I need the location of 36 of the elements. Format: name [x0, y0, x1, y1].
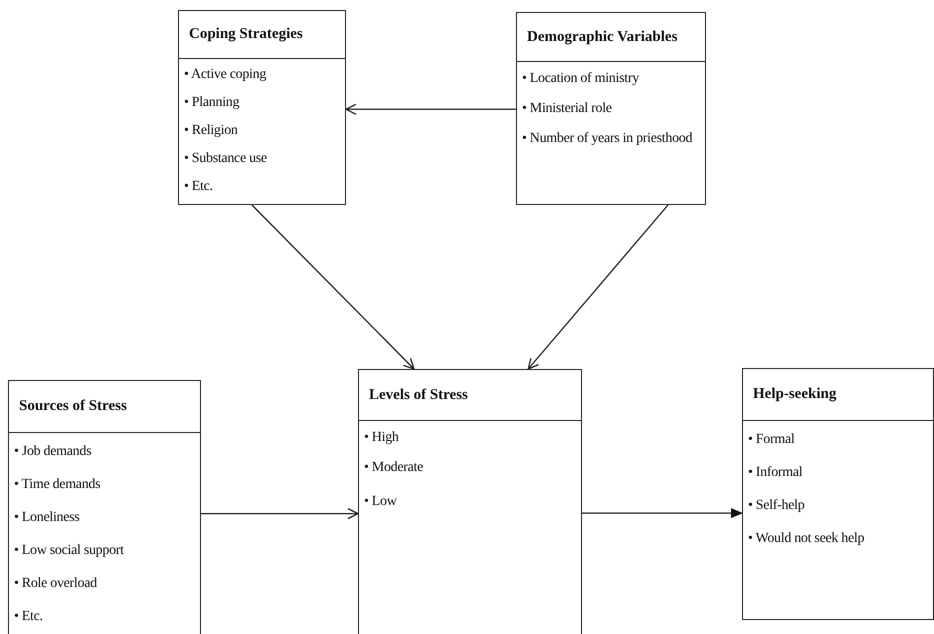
arrow: [345, 104, 516, 115]
bullet-item: • Ministerial role: [521, 100, 613, 118]
bullet-item: • Low social support: [13, 542, 125, 560]
concept-box: [516, 12, 706, 205]
bullet-item: • Number of years in priesthood: [521, 130, 694, 148]
bullet-item: • Role overload: [13, 575, 98, 593]
bullet-item: • Religion: [183, 122, 239, 140]
concept-box: [8, 380, 201, 634]
box-heading: Coping Strategies: [179, 11, 345, 59]
arrow: [201, 508, 359, 520]
concept-box: [178, 10, 346, 205]
bullet-item: • Etc.: [13, 608, 44, 626]
bullet-item: • Active coping: [183, 66, 268, 84]
bullet-item: • Job demands: [13, 443, 92, 461]
box-heading: Demographic Variables: [517, 13, 705, 62]
concept-box: [742, 368, 934, 620]
box-heading: Levels of Stress: [359, 370, 581, 421]
bullet-item: • Self-help: [747, 497, 806, 515]
arrow: [251, 204, 415, 370]
box-heading: Sources of Stress: [9, 381, 200, 433]
bullet-item: • Etc.: [183, 178, 214, 196]
bullet-item: • Location of ministry: [521, 70, 640, 88]
box-heading: Help-seeking: [743, 369, 933, 421]
concept-box: [358, 369, 582, 634]
arrow: [582, 508, 743, 518]
bullet-item: • Would not seek help: [747, 530, 866, 548]
bullet-item: • Moderate: [363, 459, 424, 477]
bullet-item: • High: [363, 429, 400, 447]
bullet-item: • Time demands: [13, 476, 102, 494]
bullet-item: • Low: [363, 493, 398, 511]
arrow: [528, 204, 668, 370]
bullet-item: • Loneliness: [13, 509, 80, 527]
bullet-item: • Substance use: [183, 150, 268, 168]
bullet-item: • Informal: [747, 464, 804, 482]
bullet-item: • Planning: [183, 94, 240, 112]
bullet-item: • Formal: [747, 431, 796, 449]
